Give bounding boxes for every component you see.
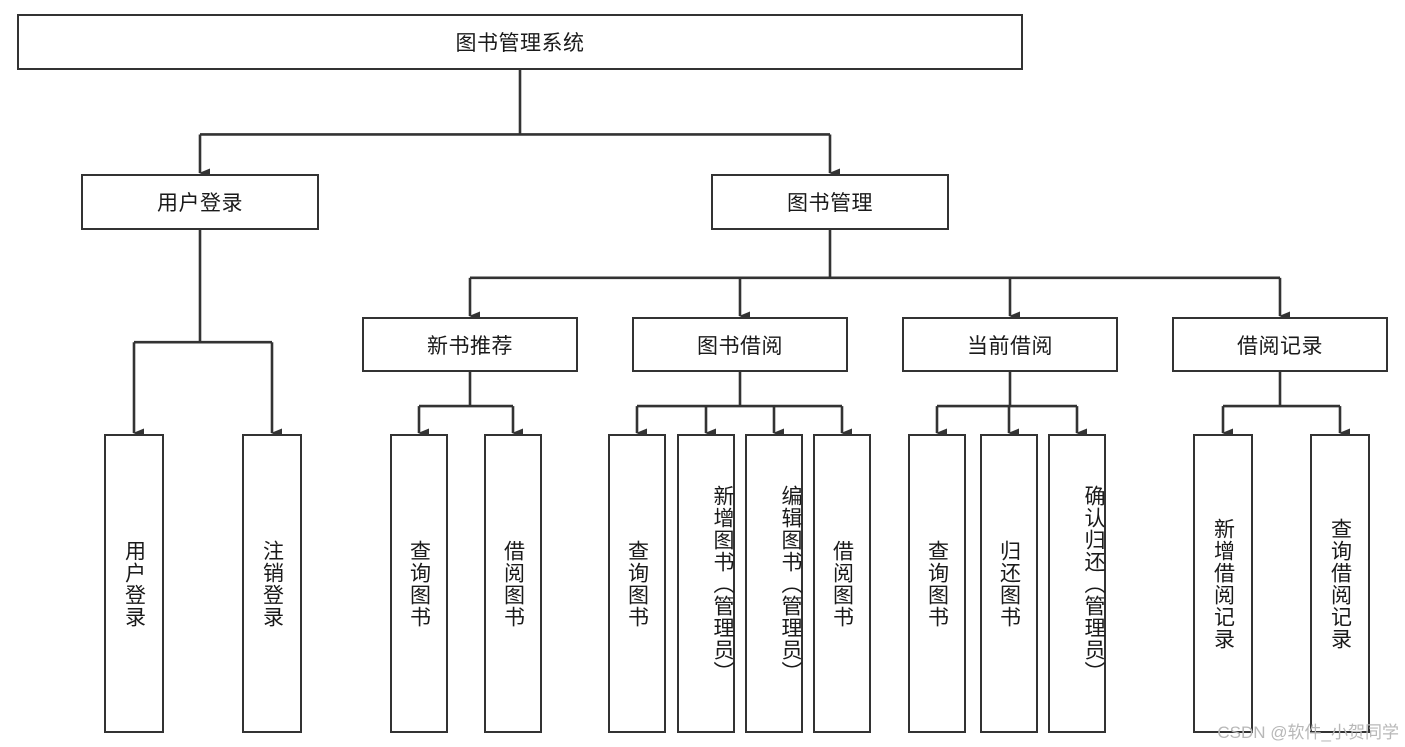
leaf-query-book-2[interactable]: 查询图书 [608,434,666,733]
leaf-query-book-1[interactable]: 查询图书 [390,434,448,733]
node-current-borrow-label: 当前借阅 [967,334,1053,358]
node-root-label: 图书管理系统 [455,32,585,55]
node-borrow-record[interactable]: 借阅记录 [1172,317,1388,372]
leaf-query-book-1-label: 查询图书 [407,539,431,628]
leaf-return-book[interactable]: 归还图书 [980,434,1038,733]
node-user-login[interactable]: 用户登录 [81,174,319,230]
leaf-confirm-return-label: 确认归还（管理员） [1082,484,1105,683]
leaf-logout[interactable]: 注销登录 [242,434,302,733]
watermark-text: CSDN @软件_小贺同学 [1217,723,1399,742]
node-book-borrow-label: 图书借阅 [697,334,783,358]
leaf-borrow-book-2-label: 借阅图书 [830,539,854,628]
leaf-edit-book[interactable]: 编辑图书（管理员） [745,434,803,733]
leaf-add-record-label: 新增借阅记录 [1211,517,1235,650]
leaf-query-book-3-label: 查询图书 [925,539,949,628]
leaf-user-login-label: 用户登录 [122,539,146,628]
edge-paths [132,70,1350,438]
leaf-borrow-book-1[interactable]: 借阅图书 [484,434,542,733]
leaf-add-book-label: 新增图书（管理员） [711,484,734,683]
leaf-edit-book-label: 编辑图书（管理员） [779,484,802,683]
node-new-book-recommend[interactable]: 新书推荐 [362,317,578,372]
node-book-manage[interactable]: 图书管理 [711,174,949,230]
leaf-add-book[interactable]: 新增图书（管理员） [677,434,735,733]
leaf-borrow-book-1-label: 借阅图书 [501,539,525,628]
node-root[interactable]: 图书管理系统 [17,14,1023,70]
node-new-book-recommend-label: 新书推荐 [427,334,513,358]
leaf-logout-label: 注销登录 [260,539,284,628]
leaf-borrow-book-2[interactable]: 借阅图书 [813,434,871,733]
leaf-user-login[interactable]: 用户登录 [104,434,164,733]
node-current-borrow[interactable]: 当前借阅 [902,317,1118,372]
leaf-confirm-return[interactable]: 确认归还（管理员） [1048,434,1106,733]
node-user-login-label: 用户登录 [157,192,243,215]
leaf-return-book-label: 归还图书 [997,539,1021,628]
node-book-borrow[interactable]: 图书借阅 [632,317,848,372]
leaf-query-record[interactable]: 查询借阅记录 [1310,434,1370,733]
leaf-query-book-2-label: 查询图书 [625,539,649,628]
leaf-add-record[interactable]: 新增借阅记录 [1193,434,1253,733]
leaf-query-record-label: 查询借阅记录 [1328,517,1352,650]
leaf-query-book-3[interactable]: 查询图书 [908,434,966,733]
node-borrow-record-label: 借阅记录 [1237,334,1323,358]
node-book-manage-label: 图书管理 [787,192,873,215]
